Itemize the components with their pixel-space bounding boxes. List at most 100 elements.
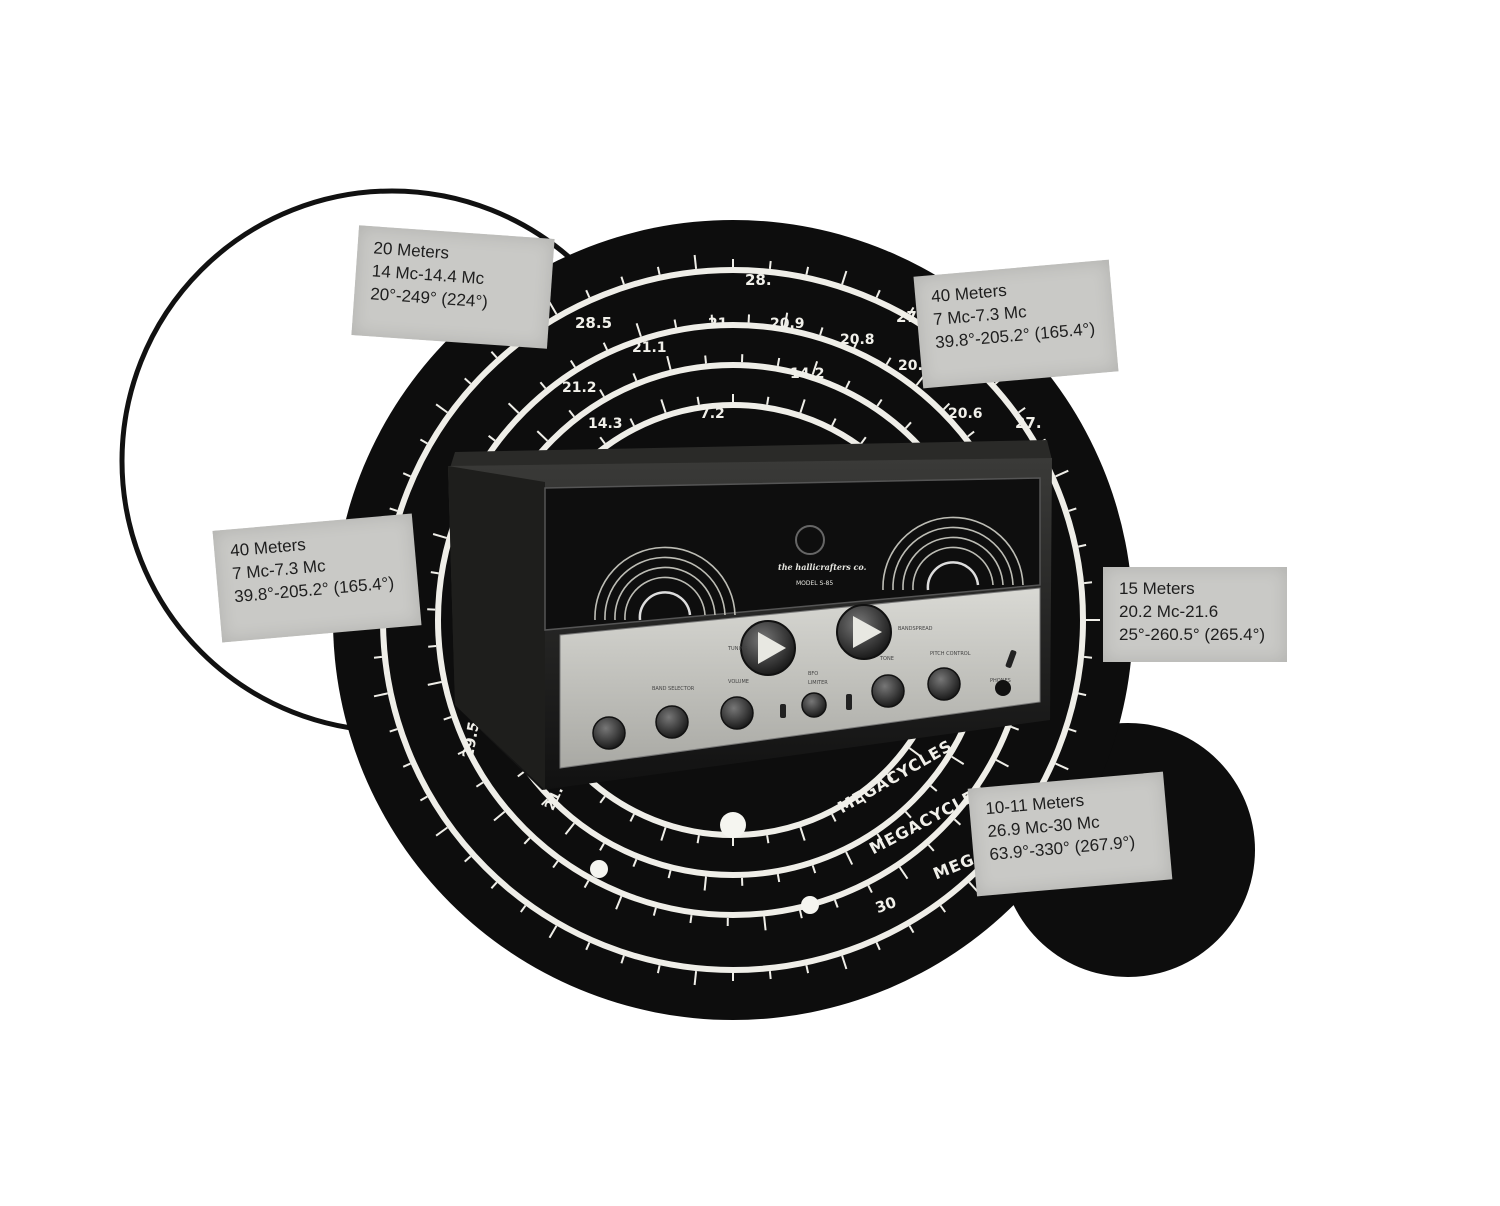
dial-tick: [704, 355, 707, 364]
dial-tick: [457, 749, 466, 755]
svg-text:BAND SELECTOR: BAND SELECTOR: [652, 686, 695, 692]
dial-tick: [875, 942, 881, 951]
dial-tick: [493, 810, 506, 822]
label-15m-range: 20.2 Mc-21.6: [1119, 602, 1219, 621]
dial-tick: [539, 381, 547, 390]
dial-tick: [845, 380, 851, 389]
dial-tick: [632, 858, 638, 867]
dial-tick: [660, 399, 667, 414]
svg-text:TUNING: TUNING: [727, 646, 748, 652]
dial-tick: [766, 835, 770, 844]
ring3-label-14-3: 14.3: [588, 416, 623, 432]
dial-tick: [876, 833, 883, 842]
dial-tick: [860, 436, 867, 445]
dial-tick: [942, 402, 951, 411]
label-40-meters-left: 40 Meters 7 Mc-7.3 Mc 39.8°-205.2° (165.…: [212, 513, 422, 643]
dial-tick: [432, 533, 447, 539]
dial-tick: [523, 837, 531, 845]
ring2-label-21: 21.: [708, 316, 733, 332]
dial-tick: [768, 970, 772, 980]
dial-tick: [1083, 655, 1093, 659]
dial-tick: [763, 916, 767, 931]
dial-tick: [927, 844, 935, 852]
dial-tick: [1078, 692, 1087, 697]
dial-tick: [898, 866, 909, 880]
dial-tick: [696, 396, 700, 405]
tuning-knob: [740, 620, 796, 676]
radio-model: MODEL S-85: [796, 580, 833, 587]
svg-text:VOLUME: VOLUME: [728, 679, 749, 685]
dial-tick: [875, 289, 881, 298]
dial-tick: [419, 438, 428, 445]
label-15m-band: 15 Meters: [1119, 579, 1195, 598]
dial-tick: [811, 360, 819, 375]
dial-tick: [766, 396, 770, 405]
dial-tick: [564, 822, 575, 835]
toggle-switches: [780, 650, 1017, 718]
label-10-11-meters: 10-11 Meters 26.9 Mc-30 Mc 63.9°-330° (2…: [967, 771, 1173, 897]
bandspread-knob: [836, 604, 892, 660]
dial-tick: [435, 403, 448, 414]
svg-text:TONE: TONE: [879, 656, 894, 662]
ring4-label-7-2: 7.2: [700, 406, 725, 422]
dial-tick: [490, 881, 498, 889]
svg-text:LIMITER: LIMITER: [808, 680, 828, 686]
dial-tick: [568, 409, 575, 418]
ring2-label-20-9: 20.9: [770, 316, 805, 332]
dial-tick: [635, 322, 642, 337]
dial-tick: [819, 327, 824, 336]
ring1-label-28-5: 28.5: [575, 314, 612, 332]
dial-tick: [615, 895, 623, 910]
dial-tick: [402, 762, 411, 768]
dial-tick: [620, 955, 625, 964]
dial-tick: [464, 855, 472, 863]
dial-tick: [548, 301, 558, 315]
ring2-label-21-1: 21.1: [632, 340, 667, 356]
dial-tick: [1068, 507, 1077, 512]
dial-tick: [693, 254, 698, 270]
ring3-label-14-2: 14.2: [790, 366, 825, 382]
label-15-meters: 15 Meters 20.2 Mc-21.6 25°-260.5° (265.4…: [1103, 567, 1287, 662]
dial-tick: [768, 260, 772, 270]
label-20-meters: 20 Meters 14 Mc-14.4 Mc 20°-249° (224°): [351, 225, 555, 349]
dial-tick: [632, 373, 638, 382]
dial-tick: [620, 276, 625, 285]
svg-text:PITCH CONTROL: PITCH CONTROL: [930, 651, 971, 657]
dial-tick: [833, 899, 839, 908]
dial-tick: [696, 835, 700, 844]
dial-tick: [799, 910, 803, 919]
ring2-label-21-2: 21.2: [562, 380, 597, 396]
dial-tick: [373, 655, 383, 659]
radio-receiver: the hallicrafters co. MODEL S-85 TUNING …: [448, 440, 1052, 790]
dial-tick: [517, 770, 525, 778]
dial-tick: [776, 873, 781, 883]
dial-tick: [652, 907, 657, 916]
dial-tick: [1055, 469, 1069, 478]
dial-tick: [464, 377, 472, 385]
dial-tick: [599, 389, 605, 398]
dial-tick: [419, 795, 428, 802]
dial-tick: [799, 399, 806, 414]
dial-tick: [841, 270, 848, 285]
dial-tick: [1010, 725, 1020, 731]
radio-logo-emblem: [795, 525, 825, 555]
dial-tick: [548, 925, 558, 939]
dial-tick: [1078, 543, 1087, 548]
dial-tick: [867, 885, 873, 894]
dial-tick: [1068, 728, 1077, 733]
dial-tick: [908, 925, 915, 934]
dial-tick: [908, 747, 922, 758]
dial-tick: [599, 795, 606, 804]
dial-tick: [443, 716, 452, 721]
dial-tick: [629, 418, 635, 427]
svg-text:BANDSPREAD: BANDSPREAD: [898, 626, 933, 632]
dial-tick: [995, 759, 1009, 768]
dial-tick: [428, 645, 437, 648]
dial-tick: [667, 870, 672, 879]
dial-tick: [475, 781, 484, 788]
dial-tick: [435, 826, 448, 837]
dial-tick: [585, 942, 591, 951]
dial-tick: [904, 811, 912, 819]
radio-brand: the hallicrafters co.: [778, 562, 867, 572]
dial-tick: [841, 955, 848, 970]
